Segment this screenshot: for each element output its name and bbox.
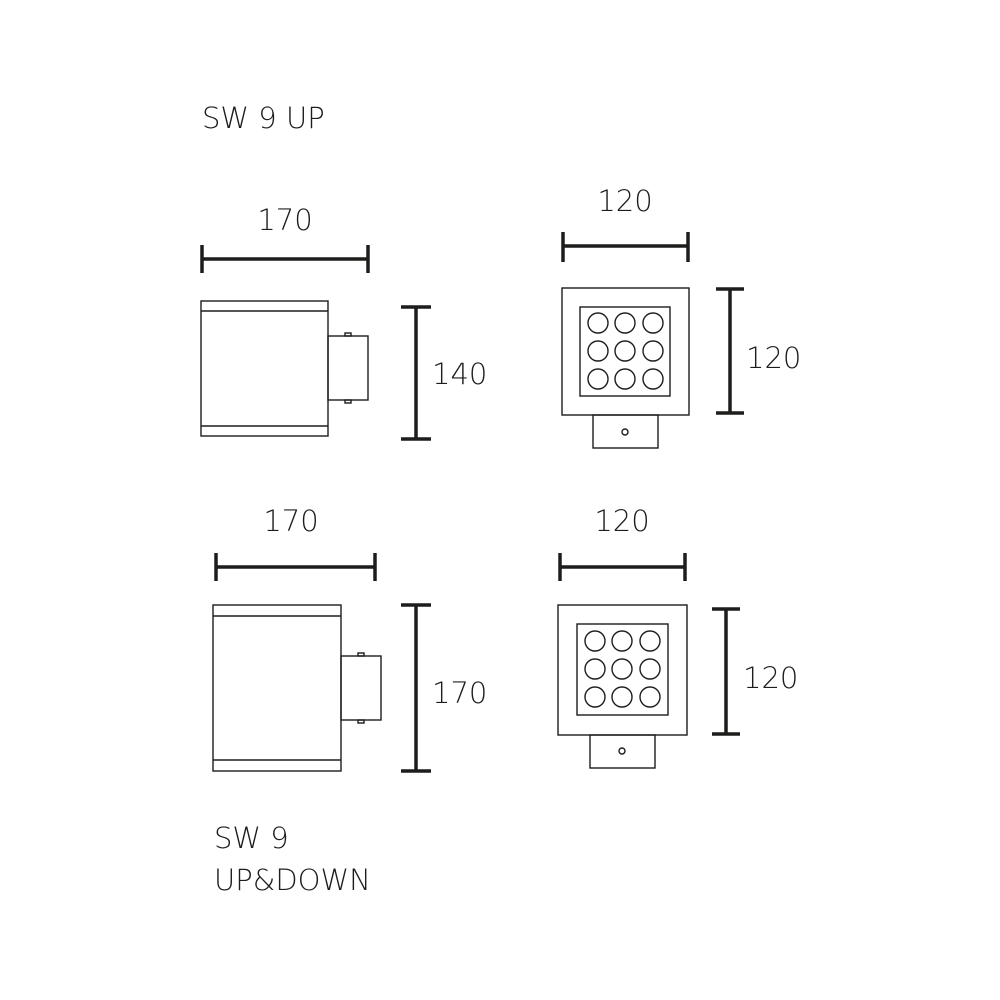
led-circle — [611, 630, 633, 652]
bottom-front-height-dimension-line — [712, 607, 740, 736]
top-front-body — [561, 287, 690, 449]
top-side-view: 170 140 — [200, 203, 487, 441]
led-circle — [614, 368, 636, 390]
bottom-model-title-line1: SW 9 — [214, 821, 289, 855]
led-circle — [642, 312, 664, 334]
led-circle — [642, 368, 664, 390]
led-circle — [639, 630, 661, 652]
led-circle — [587, 340, 609, 362]
bottom-side-view: 170 170 — [212, 504, 487, 773]
led-circle — [614, 340, 636, 362]
bottom-side-width-dimension-line — [214, 553, 377, 581]
top-led-grid — [587, 312, 664, 390]
top-front-height-dimension-line — [716, 287, 744, 415]
bottom-front-width-label: 120 — [594, 504, 649, 538]
led-circle — [587, 368, 609, 390]
bottom-front-width-dimension-line — [558, 553, 687, 581]
bottom-side-body — [212, 604, 382, 772]
bottom-model-title-line2: UP&DOWN — [214, 863, 371, 897]
led-circle — [642, 340, 664, 362]
led-circle — [584, 630, 606, 652]
led-circle — [587, 312, 609, 334]
top-side-height-label: 140 — [432, 357, 487, 391]
top-front-view: 120 120 — [561, 184, 801, 449]
top-front-width-dimension-line — [561, 232, 690, 262]
bottom-front-view: 120 120 — [557, 504, 798, 769]
led-circle — [611, 686, 633, 708]
top-front-width-label: 120 — [597, 184, 652, 218]
led-circle — [584, 658, 606, 680]
top-side-width-label: 170 — [257, 203, 312, 237]
top-side-width-dimension-line — [200, 245, 370, 273]
top-front-height-label: 120 — [746, 341, 801, 375]
top-side-body — [200, 300, 369, 437]
led-circle — [639, 686, 661, 708]
bottom-side-width-label: 170 — [263, 504, 318, 538]
bottom-led-grid — [584, 630, 661, 708]
bottom-front-height-label: 120 — [743, 661, 798, 695]
led-circle — [611, 658, 633, 680]
top-side-height-dimension-line — [401, 305, 431, 441]
led-circle — [639, 658, 661, 680]
bottom-front-body — [557, 604, 688, 769]
led-circle — [614, 312, 636, 334]
led-circle — [584, 686, 606, 708]
top-model-title: SW 9 UP — [202, 101, 325, 135]
bottom-side-height-dimension-line — [401, 603, 431, 773]
bottom-side-height-label: 170 — [432, 676, 487, 710]
